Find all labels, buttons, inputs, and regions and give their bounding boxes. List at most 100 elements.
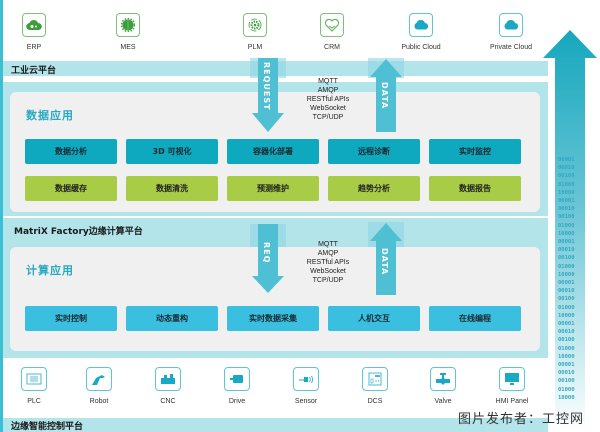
device-label: Sensor <box>294 398 318 405</box>
motor-icon <box>229 374 245 384</box>
system-public-cloud[interactable] <box>409 13 433 37</box>
system-erp[interactable] <box>22 13 46 37</box>
cloud-icon <box>503 20 519 30</box>
compute-app-button[interactable]: 人机交互 <box>328 306 420 331</box>
compute-app-button[interactable]: 实时控制 <box>25 306 117 331</box>
protocol-item: TCP/UDP <box>312 114 344 121</box>
data-process-button[interactable]: 数据缓存 <box>25 176 117 201</box>
device-label: Valve <box>434 398 452 405</box>
data-app-button[interactable]: 3D 可视化 <box>126 139 218 164</box>
data-label-lower: DATA <box>380 248 389 276</box>
control-platform-title: 边缘智能控制平台 <box>11 422 84 432</box>
binary-line: 00001 <box>558 198 575 205</box>
protocol-item: WebSocket <box>310 105 346 112</box>
binary-line: 00100 <box>558 378 575 385</box>
device-label: DCS <box>367 398 383 405</box>
protocol-item: AMQP <box>317 250 339 257</box>
data-up-arrow-lower <box>368 222 404 295</box>
binary-line: 00100 <box>558 255 575 262</box>
control-platform-band <box>3 418 548 432</box>
binary-line: 01000 <box>558 181 575 188</box>
system-label: MES <box>120 44 136 51</box>
system-label: PLM <box>247 44 263 51</box>
request-label: REQUEST <box>262 62 271 111</box>
data-process-button[interactable]: 数据清洗 <box>126 176 218 201</box>
robot-arm-icon <box>91 372 107 386</box>
system-plm[interactable] <box>243 13 267 37</box>
req-down-arrow <box>250 224 286 293</box>
binary-line: 10000 <box>558 394 575 401</box>
left-accent-bar <box>0 0 3 432</box>
data-apps-title: 数据应用 <box>26 109 74 122</box>
binary-line: 10000 <box>558 353 575 360</box>
binary-line: 00001 <box>558 280 575 287</box>
industrial-cloud-title: 工业云平台 <box>11 66 57 76</box>
device-label: CNC <box>160 398 176 405</box>
device-valve[interactable] <box>430 367 456 391</box>
data-label-upper: DATA <box>380 82 389 110</box>
device-hmi-panel[interactable] <box>499 367 525 391</box>
valve-icon <box>435 372 451 386</box>
system-mes[interactable] <box>116 13 140 37</box>
edge-platform-title: MatriX Factory边缘计算平台 <box>14 227 143 237</box>
protocol-item: RESTful APIs <box>306 259 350 266</box>
binary-line: 01000 <box>558 222 575 229</box>
data-process-button[interactable]: 趋势分析 <box>328 176 420 201</box>
request-down-arrow <box>250 58 286 132</box>
compute-app-button[interactable]: 动态重构 <box>126 306 218 331</box>
big-upstream-arrow <box>543 30 597 432</box>
binary-line: 00001 <box>558 157 575 163</box>
cloud-icon <box>413 20 429 30</box>
gear-cycle-icon <box>248 18 262 32</box>
system-label: CRM <box>324 44 340 51</box>
data-app-button[interactable]: 实时监控 <box>429 139 521 164</box>
binary-line: 00010 <box>558 329 575 336</box>
compute-app-button[interactable]: 在线编程 <box>429 306 521 331</box>
compute-app-button[interactable]: 实时数据采集 <box>227 306 319 331</box>
data-app-button[interactable]: 数据分析 <box>25 139 117 164</box>
device-drive[interactable] <box>224 367 250 391</box>
binary-line: 01000 <box>558 386 575 393</box>
cnc-machine-icon <box>160 373 176 385</box>
cloud-gear-icon <box>26 19 42 31</box>
binary-line: 00001 <box>558 321 575 328</box>
binary-line: 10000 <box>558 312 575 319</box>
req-label: REQ <box>262 242 271 264</box>
data-app-button[interactable]: 容器化部署 <box>227 139 319 164</box>
protocol-item: TCP/UDP <box>312 277 344 284</box>
monitor-icon <box>504 372 520 386</box>
binary-line: 00100 <box>558 214 575 221</box>
device-robot[interactable] <box>86 367 112 391</box>
sensor-icon <box>298 374 314 384</box>
binary-line: 00010 <box>558 165 575 172</box>
data-process-button[interactable]: 预测维护 <box>227 176 319 201</box>
binary-line: 00100 <box>558 296 575 303</box>
dcs-icon <box>368 372 382 386</box>
binary-line: 01000 <box>558 263 575 270</box>
protocol-item: RESTful APIs <box>306 96 350 103</box>
data-process-button[interactable]: 数据报告 <box>429 176 521 201</box>
device-cnc[interactable] <box>155 367 181 391</box>
watermark: 图片发布者：工控网 <box>458 412 585 427</box>
protocol-item: MQTT <box>318 241 338 248</box>
data-app-button[interactable]: 远程诊断 <box>328 139 420 164</box>
binary-line: 00001 <box>558 239 575 246</box>
device-label: Drive <box>228 398 246 405</box>
binary-line: 00010 <box>558 247 575 254</box>
device-sensor[interactable] <box>293 367 319 391</box>
protocol-item: MQTT <box>318 78 338 85</box>
device-plc[interactable] <box>21 367 47 391</box>
device-dcs[interactable] <box>362 367 388 391</box>
device-label: HMI Panel <box>495 398 529 405</box>
binary-line: 10000 <box>558 189 575 196</box>
binary-line: 00001 <box>558 362 575 369</box>
system-label: Private Cloud <box>489 44 533 51</box>
system-private-cloud[interactable] <box>499 13 523 37</box>
protocol-item: AMQP <box>317 87 339 94</box>
system-crm[interactable] <box>320 13 344 37</box>
compute-apps-title: 计算应用 <box>26 264 74 277</box>
data-up-arrow <box>368 58 404 132</box>
